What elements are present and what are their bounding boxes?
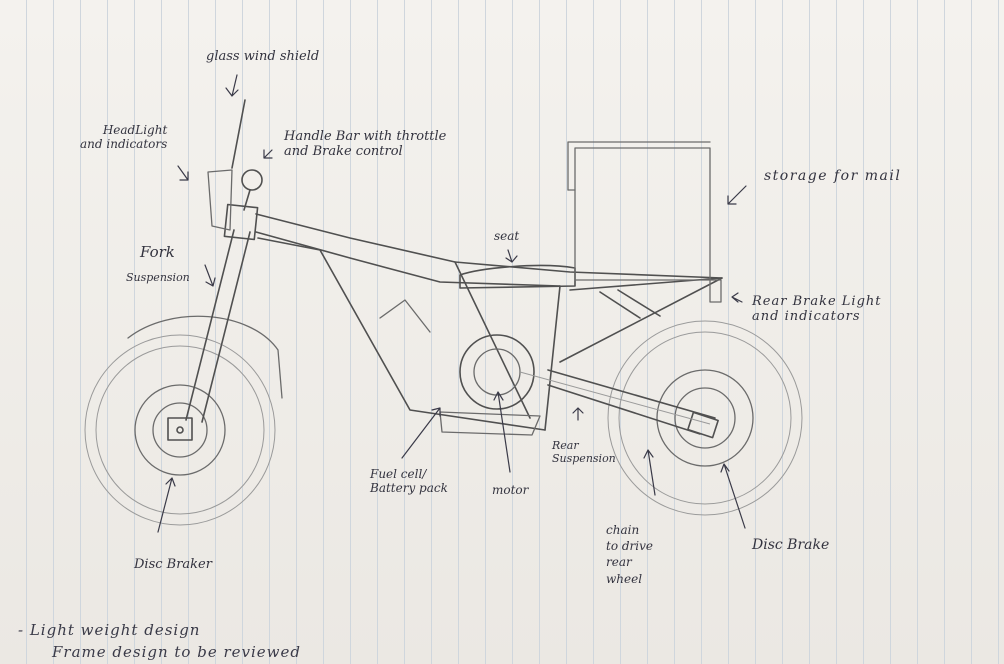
- rear-wheel: [607, 320, 803, 516]
- label-chain: chain to drive rear wheel: [606, 523, 653, 586]
- mail-storage-box: [567, 141, 711, 281]
- front-wheel: [84, 334, 276, 526]
- motor: [459, 334, 535, 410]
- windshield: [231, 99, 246, 169]
- label-glass-windshield: glass wind shield: [206, 49, 320, 64]
- annotation-arrows: [157, 74, 747, 533]
- label-rear-brake-light: Rear Brake Light and indicators: [752, 294, 882, 324]
- label-seat: seat: [494, 229, 520, 243]
- headstock: [223, 203, 259, 241]
- front-fork: [185, 229, 251, 423]
- label-motor: motor: [492, 483, 529, 497]
- battery-pack: [439, 411, 541, 436]
- handlebar-grip: [241, 169, 263, 191]
- label-rear-suspension: Rear Suspension: [552, 439, 616, 465]
- note-light-weight: - Light weight design: [18, 621, 201, 639]
- swingarm: [519, 369, 716, 435]
- label-fork: Fork: [140, 243, 175, 261]
- label-handlebar: Handle Bar with throttle and Brake contr…: [284, 129, 447, 159]
- label-fork-suspension: Suspension: [126, 271, 190, 284]
- frame: [255, 213, 723, 431]
- label-disc-brake-rear: Disc Brake: [752, 537, 830, 553]
- label-disc-brake-front: Disc Braker: [134, 557, 212, 572]
- front-fender: [127, 315, 283, 399]
- label-headlight: HeadLight and indicators: [80, 123, 168, 151]
- rear-brake-light: [709, 279, 722, 303]
- headlight: [207, 169, 233, 231]
- label-fuel-cell: Fuel cell/ Battery pack: [370, 467, 448, 495]
- label-storage: storage for mail: [764, 168, 902, 184]
- note-frame-review: Frame design to be reviewed: [52, 643, 301, 661]
